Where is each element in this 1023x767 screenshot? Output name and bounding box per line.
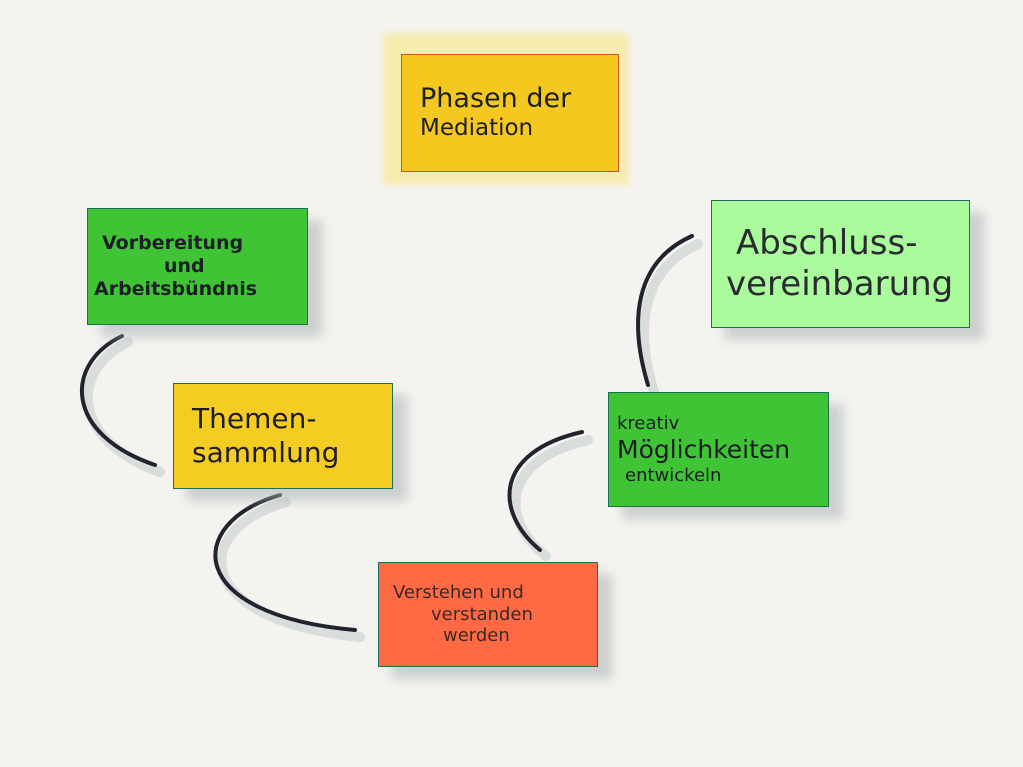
title-line-1: Phasen der: [420, 83, 572, 114]
connector-2: [213, 493, 357, 632]
connector-3: [507, 430, 584, 552]
phase-text: und: [164, 255, 205, 278]
phase-vorbereitung: Vorbereitung und Arbeitsbündnis: [87, 208, 308, 325]
phase-text: kreativ: [617, 412, 680, 434]
phase-text: Möglichkeiten: [617, 434, 791, 464]
phase-text: Abschluss-: [736, 223, 918, 264]
connector-4: [636, 234, 694, 387]
phase-text: vereinbarung: [726, 264, 954, 304]
phase-text: Verstehen und: [393, 582, 524, 604]
connector-1: [79, 334, 157, 467]
phase-abschluss: Abschluss- vereinbarung: [711, 200, 970, 328]
phase-text: entwickeln: [625, 464, 722, 486]
phase-text: Arbeitsbündnis: [94, 277, 258, 300]
phase-themensammlung: Themen- sammlung: [173, 383, 393, 489]
phase-text: verstanden: [431, 603, 533, 625]
title-box: Phasen der Mediation: [401, 54, 619, 172]
phase-text: werden: [443, 625, 510, 647]
phase-text: sammlung: [192, 436, 340, 469]
phase-text: Themen-: [192, 402, 317, 436]
title-line-2: Mediation: [420, 115, 534, 142]
phase-kreativ: kreativ Möglichkeiten entwickeln: [608, 392, 829, 507]
phase-text: Vorbereitung: [102, 232, 244, 255]
phase-verstehen: Verstehen und verstanden werden: [378, 562, 598, 667]
